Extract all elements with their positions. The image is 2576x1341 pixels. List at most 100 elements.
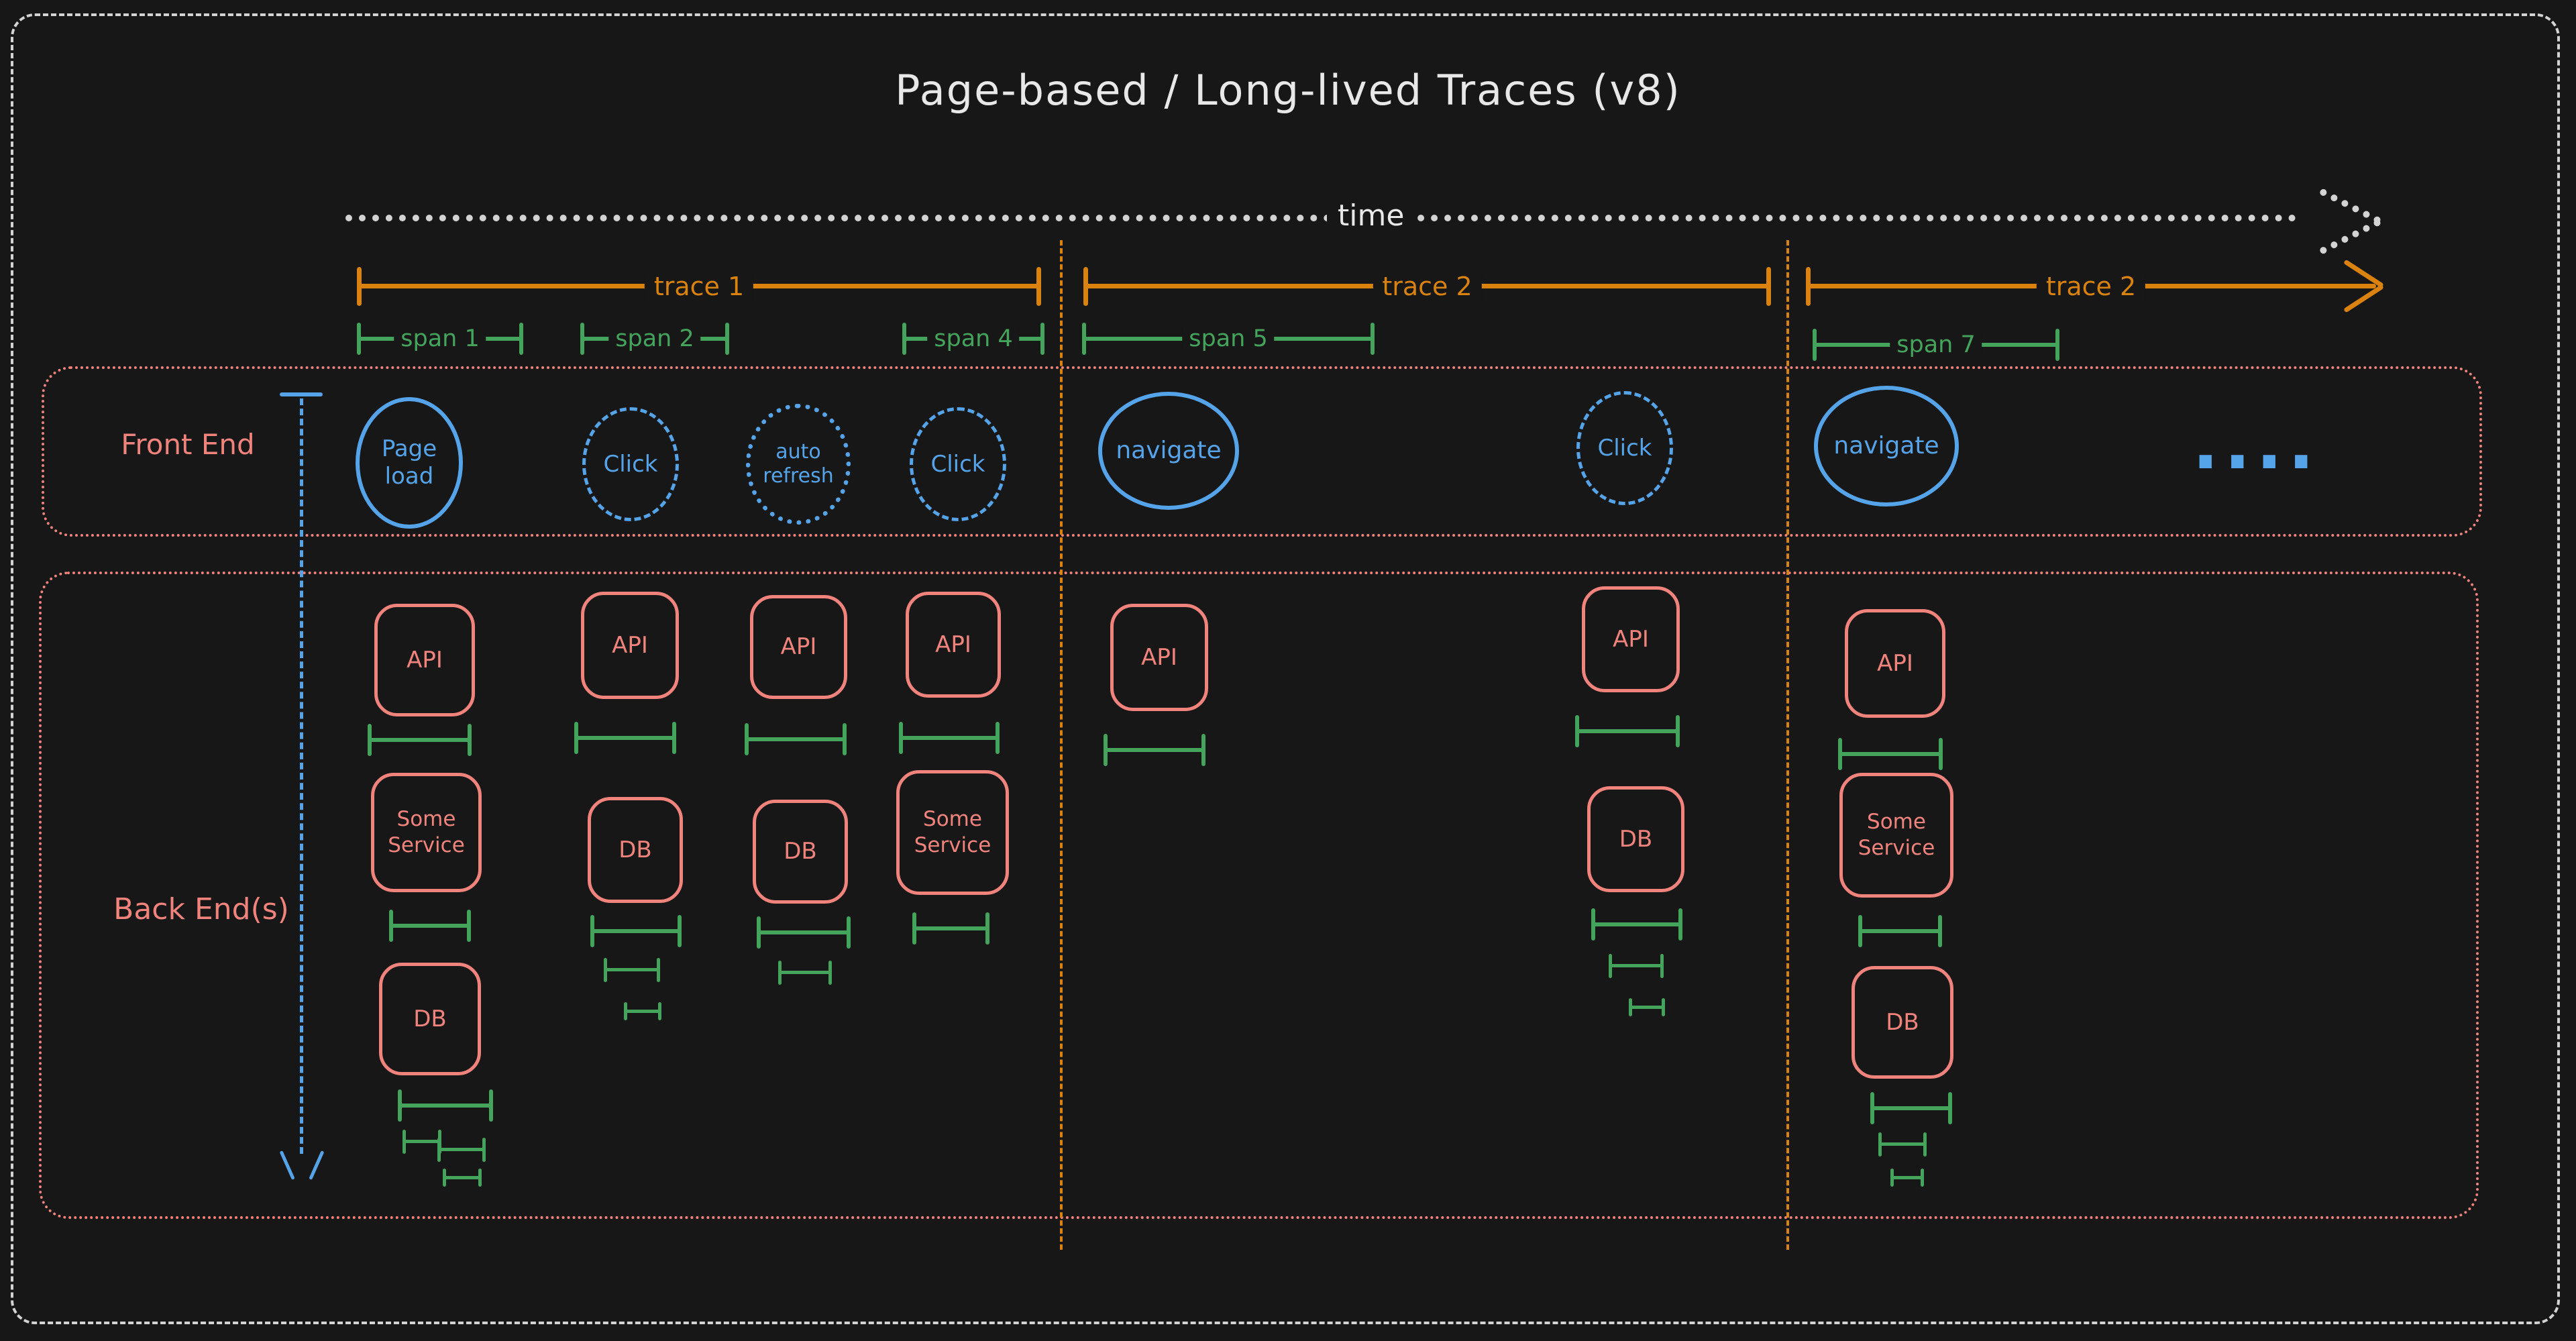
span-bracket bbox=[1838, 738, 1943, 770]
span-bracket bbox=[778, 961, 832, 985]
span-bracket bbox=[1629, 998, 1665, 1016]
backend-box-some-service-label: Some Service bbox=[1858, 810, 1935, 860]
span-bracket bbox=[757, 916, 851, 949]
span-line bbox=[443, 1175, 482, 1179]
span-line bbox=[590, 929, 682, 933]
event-click-1-label: Click bbox=[603, 450, 658, 478]
span-line bbox=[899, 736, 1000, 740]
span-line bbox=[368, 738, 472, 742]
span-7-bracket: span 7 bbox=[1813, 329, 2059, 361]
span-line bbox=[402, 1140, 441, 1143]
span-bracket bbox=[590, 915, 682, 947]
backend-box-api-label: API bbox=[780, 633, 817, 661]
span-bracket bbox=[1890, 1169, 1924, 1187]
span-2-bracket: span 2 bbox=[580, 323, 729, 355]
event-page-load: Page load bbox=[356, 397, 463, 529]
backend-box-some-service-label: Some Service bbox=[914, 807, 991, 857]
span-bracket bbox=[574, 722, 676, 754]
span-bracket bbox=[402, 1130, 441, 1154]
span-line bbox=[437, 1148, 486, 1151]
span-line bbox=[757, 930, 851, 934]
span-line bbox=[1575, 729, 1680, 733]
backend-box-db: DB bbox=[753, 800, 848, 904]
backend-box-api-label: API bbox=[612, 631, 648, 659]
span-line bbox=[574, 736, 676, 740]
span-bracket bbox=[1575, 715, 1680, 747]
span-line bbox=[1104, 748, 1205, 752]
span-5-bracket: span 5 bbox=[1082, 323, 1375, 355]
trace-1-bar: trace 1 bbox=[357, 267, 1041, 306]
event-auto-refresh-label: auto refresh bbox=[763, 440, 834, 488]
event-page-load-label: Page load bbox=[381, 435, 437, 490]
backend-box-api: API bbox=[1110, 604, 1208, 711]
guide-arrow-icon bbox=[287, 1148, 317, 1182]
backend-box-api-label: API bbox=[407, 646, 443, 674]
backend-box-db-label: DB bbox=[413, 1005, 447, 1032]
span-line bbox=[1838, 752, 1943, 756]
backend-lane-label: Back End(s) bbox=[113, 892, 289, 926]
event-click-2-label: Click bbox=[930, 450, 985, 478]
backend-box-db: DB bbox=[588, 797, 683, 903]
span-line bbox=[1878, 1142, 1927, 1146]
backend-box-db-label: DB bbox=[1619, 825, 1653, 853]
backend-box-api: API bbox=[1582, 586, 1680, 692]
canvas-border bbox=[11, 13, 2560, 1324]
event-click-3: Click bbox=[1576, 391, 1673, 505]
trace-separator-2 bbox=[1786, 240, 1789, 1250]
span-7-label: span 7 bbox=[1890, 331, 1982, 358]
span-bracket bbox=[624, 1002, 661, 1020]
span-bracket bbox=[389, 910, 471, 942]
trace-3-bar: trace 2 bbox=[1806, 267, 2376, 306]
frontend-lane bbox=[42, 366, 2482, 537]
span-line bbox=[1629, 1005, 1665, 1009]
more-events-ellipsis: .... bbox=[2192, 403, 2320, 485]
event-navigate-2-label: navigate bbox=[1833, 432, 1939, 460]
span-bracket bbox=[443, 1169, 482, 1187]
span-4-label: span 4 bbox=[927, 325, 1020, 352]
backend-box-db: DB bbox=[379, 963, 481, 1075]
trace-3-arrowhead-icon bbox=[2326, 267, 2383, 306]
backend-box-api-label: API bbox=[935, 631, 971, 658]
trace-2-label: trace 2 bbox=[1373, 272, 1482, 301]
backend-box-db-label: DB bbox=[1886, 1008, 1919, 1036]
span-line bbox=[1858, 929, 1942, 933]
span-bracket bbox=[899, 722, 1000, 754]
backend-box-api: API bbox=[906, 592, 1001, 698]
span-5-label: span 5 bbox=[1182, 325, 1275, 352]
event-navigate-1: navigate bbox=[1098, 392, 1239, 510]
backend-box-api: API bbox=[750, 595, 847, 699]
span-bracket bbox=[1591, 908, 1682, 941]
backend-box-api: API bbox=[374, 604, 475, 716]
event-click-2: Click bbox=[910, 407, 1006, 521]
backend-box-some-service: Some Service bbox=[371, 773, 482, 892]
span-bracket bbox=[1878, 1132, 1927, 1157]
trace-3-label: trace 2 bbox=[2036, 272, 2146, 301]
backend-box-db: DB bbox=[1851, 966, 1953, 1079]
span-line bbox=[398, 1104, 493, 1108]
time-axis bbox=[345, 215, 2296, 221]
backend-box-db-label: DB bbox=[619, 836, 652, 863]
span-bracket bbox=[1609, 954, 1664, 978]
span-line bbox=[778, 971, 832, 974]
event-click-1: Click bbox=[582, 407, 679, 521]
span-bracket bbox=[745, 723, 847, 755]
backend-box-db-label: DB bbox=[784, 838, 817, 865]
time-axis-arrow-icon bbox=[2300, 201, 2381, 242]
span-line bbox=[1609, 964, 1664, 967]
trace-2-bar: trace 2 bbox=[1083, 267, 1771, 306]
span-bracket bbox=[912, 912, 989, 945]
backend-box-some-service: Some Service bbox=[896, 770, 1009, 895]
backend-box-api-label: API bbox=[1613, 625, 1649, 653]
backend-lane bbox=[39, 572, 2479, 1219]
span-line bbox=[1870, 1106, 1952, 1110]
span-line bbox=[745, 737, 847, 741]
backend-box-some-service: Some Service bbox=[1839, 773, 1953, 898]
backend-box-api: API bbox=[1845, 609, 1945, 718]
span-bracket bbox=[1870, 1092, 1952, 1124]
frontend-lane-label: Front End bbox=[121, 428, 255, 461]
span-bracket bbox=[604, 958, 660, 982]
span-bracket bbox=[398, 1089, 493, 1122]
span-line bbox=[1890, 1175, 1924, 1179]
span-line bbox=[624, 1009, 661, 1013]
event-click-3-label: Click bbox=[1597, 434, 1652, 462]
